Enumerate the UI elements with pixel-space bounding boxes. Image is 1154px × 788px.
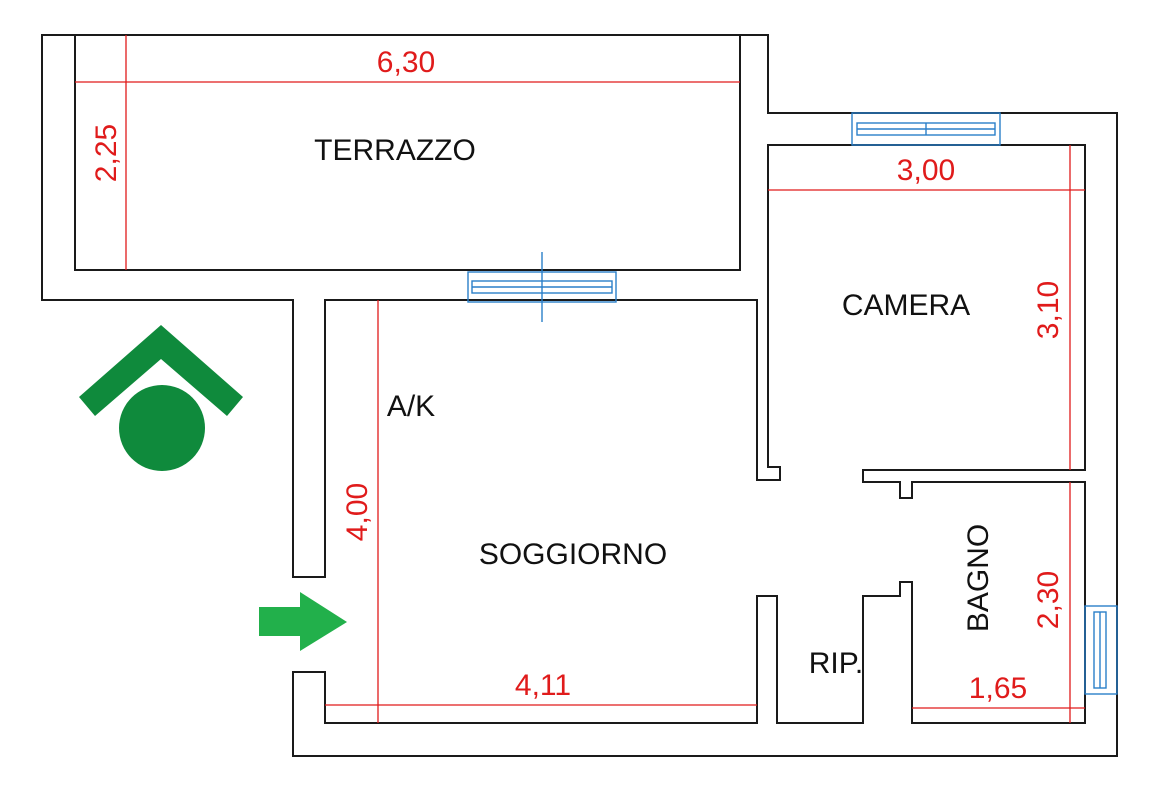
window-camera <box>851 112 1001 146</box>
room-label-camera: CAMERA <box>842 289 970 322</box>
house-logo-icon <box>79 325 243 471</box>
window-terrazzo <box>467 252 617 322</box>
dimension-lines <box>75 35 1085 723</box>
dim-terrazzo-depth: 2,25 <box>90 124 123 182</box>
room-label-soggiorno: SOGGIORNO <box>479 538 667 571</box>
dim-camera-depth: 3,10 <box>1032 281 1065 339</box>
entrance-arrow-icon <box>259 592 347 651</box>
room-label-bagno: BAGNO <box>962 524 995 632</box>
room-label-ak: A/K <box>387 390 435 423</box>
windows <box>467 112 1118 695</box>
dim-soggiorno-depth: 4,00 <box>341 483 374 541</box>
dim-bagno-width: 1,65 <box>969 672 1027 705</box>
room-label-ripostiglio: RIP. <box>809 647 863 680</box>
dim-camera-width: 3,00 <box>897 154 955 187</box>
dim-bagno-depth: 2,30 <box>1032 571 1065 629</box>
dimension-labels: 6,30 2,25 3,00 3,10 4,00 4,11 2,30 1,65 <box>90 46 1065 705</box>
outer-wall <box>41 34 1118 757</box>
room-label-terrazzo: TERRAZZO <box>314 134 476 167</box>
walls <box>41 34 1118 757</box>
room-labels: TERRAZZO CAMERA A/K SOGGIORNO BAGNO RIP. <box>314 134 995 680</box>
terrace-inner-wall <box>74 35 741 271</box>
window-bagno <box>1084 605 1118 695</box>
dim-terrazzo-width: 6,30 <box>377 46 435 79</box>
dim-soggiorno-width: 4,11 <box>515 669 571 702</box>
